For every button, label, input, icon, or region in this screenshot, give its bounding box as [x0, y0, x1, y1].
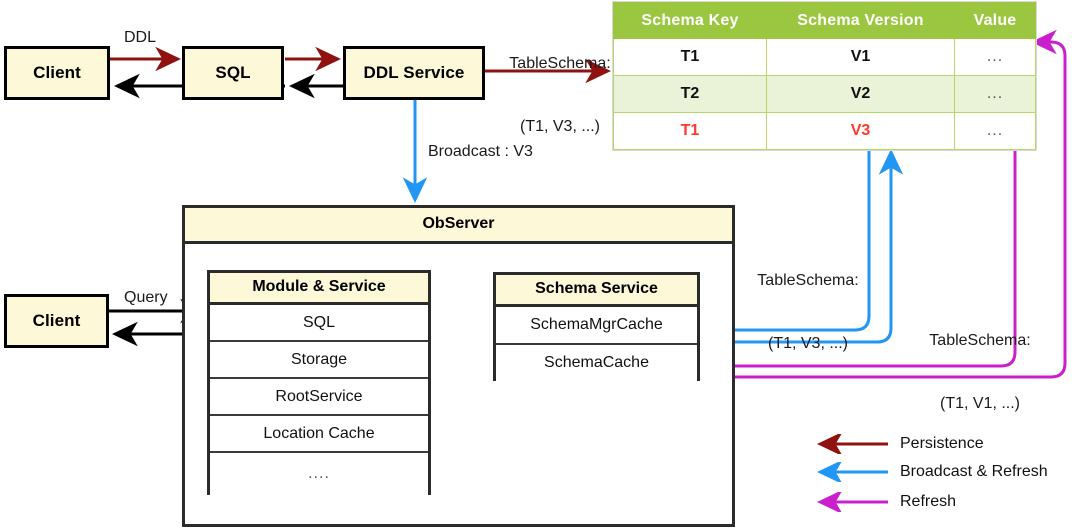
cell-schema-version: V3: [766, 112, 955, 150]
module-row-storage[interactable]: Storage: [210, 342, 428, 379]
arrow-left-icon: [812, 459, 890, 485]
node-client-top-label: Client: [33, 63, 81, 82]
schema-row-schemamgrcache[interactable]: SchemaMgrCache: [496, 307, 697, 345]
arrow-left-icon: [812, 489, 890, 515]
node-ddl-service[interactable]: DDL Service: [343, 46, 485, 100]
module-row-more[interactable]: ....: [210, 453, 428, 495]
cell-schema-key: T1: [613, 38, 767, 76]
legend-item-refresh: Refresh: [812, 486, 1074, 518]
node-ddl-service-label: DDL Service: [363, 63, 465, 82]
cell-schema-key: T1: [613, 112, 767, 150]
legend-label-broadcast-refresh: Broadcast & Refresh: [900, 463, 1048, 480]
node-sql-label: SQL: [215, 63, 251, 82]
cell-schema-value: ...: [954, 38, 1036, 76]
label-tableschema-v1-line1: TableSchema:: [929, 332, 1031, 349]
schema-service-panel: Schema Service SchemaMgrCache SchemaCach…: [493, 272, 700, 381]
legend-label-persistence: Persistence: [900, 435, 984, 452]
table-row: T1 V1 ...: [613, 38, 1036, 76]
module-row-rootservice[interactable]: RootService: [210, 379, 428, 416]
schema-table-header-version: Schema Version: [766, 2, 955, 39]
label-tableschema-v3-mid: TableSchema: (T1, V3, ...): [738, 228, 878, 396]
schema-table-header-value: Value: [954, 2, 1036, 39]
schema-service-title: Schema Service: [496, 275, 697, 307]
label-broadcast: Broadcast : V3: [428, 143, 533, 160]
label-tableschema-v1-line2: (T1, V1, ...): [939, 395, 1020, 412]
legend-item-broadcast-refresh: Broadcast & Refresh: [812, 458, 1074, 486]
label-tableschema-v3-mid-line1: TableSchema:: [757, 272, 859, 289]
label-tableschema-v3-mid-line2: (T1, V3, ...): [767, 335, 848, 352]
node-sql[interactable]: SQL: [182, 46, 284, 100]
legend-label-refresh: Refresh: [900, 493, 957, 510]
cell-schema-key: T2: [613, 75, 767, 113]
observer-title: ObServer: [185, 208, 732, 244]
module-service-title: Module & Service: [210, 273, 428, 305]
legend: Persistence Broadcast & Refresh: [812, 430, 1074, 518]
schema-table: Schema Key Schema Version Value T1 V1 ..…: [613, 2, 1036, 150]
label-tableschema-v3-top-line1: TableSchema:: [509, 55, 611, 72]
legend-item-persistence: Persistence: [812, 430, 1074, 458]
node-client-bottom[interactable]: Client: [4, 294, 109, 348]
cell-schema-value: ...: [954, 75, 1036, 113]
label-query: Query: [124, 289, 168, 306]
cell-schema-version: V2: [766, 75, 955, 113]
schema-row-schemacache[interactable]: SchemaCache: [496, 345, 697, 381]
cell-schema-value: ...: [954, 112, 1036, 150]
node-client-bottom-label: Client: [32, 311, 81, 330]
node-client-top[interactable]: Client: [4, 46, 110, 100]
module-service-panel: Module & Service SQL Storage RootService…: [207, 270, 431, 495]
schema-table-header-row: Schema Key Schema Version Value: [613, 2, 1036, 39]
table-row: T2 V2 ...: [613, 75, 1036, 113]
label-tableschema-v3-top-line2: (T1, V3, ...): [519, 118, 600, 135]
table-row: T1 V3 ...: [613, 112, 1036, 150]
cell-schema-version: V1: [766, 38, 955, 76]
schema-table-header-key: Schema Key: [613, 2, 767, 39]
arrow-left-icon: [812, 431, 890, 457]
module-row-sql[interactable]: SQL: [210, 305, 428, 342]
module-row-location-cache[interactable]: Location Cache: [210, 416, 428, 453]
label-ddl: DDL: [124, 29, 157, 46]
